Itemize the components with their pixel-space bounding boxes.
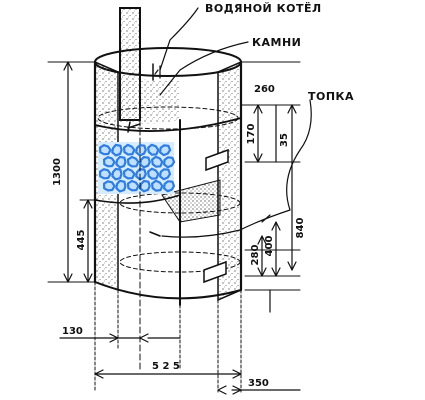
stones [98,142,176,194]
stone [147,167,160,180]
stone [115,179,127,193]
stone [126,179,140,192]
stone [126,155,140,168]
stone [135,168,147,181]
dim-280: 280 [250,245,261,266]
dim-lower-height: 445 [76,230,87,251]
stone [122,143,136,156]
stone [139,179,151,193]
stone [122,167,136,180]
bottom-dimensions [59,119,301,395]
stone [111,143,123,157]
stone [151,179,164,192]
dim-pipe-offset: 130 [62,326,83,337]
stone [98,168,112,180]
stone [111,167,123,181]
label-stones: КАМНИ [252,36,301,49]
stone [139,156,151,169]
dim-400: 400 [264,236,275,257]
right-dimensions [240,61,301,313]
dim-170: 170 [246,124,257,145]
left-dimensions [47,61,96,283]
label-leaders [154,7,312,238]
stone [135,144,147,157]
dim-840: 840 [295,218,306,239]
stone [102,156,116,168]
stone [159,168,172,181]
label-firebox: ТОПКА [308,90,354,103]
stone [98,144,112,156]
stone [163,180,176,193]
dim-35: 35 [279,133,290,147]
stone [163,156,176,169]
dim-diameter: 5 2 5 [152,361,180,372]
stone [115,155,127,169]
stone [102,180,116,192]
stone [151,155,164,168]
label-water-boiler: ВОДЯНОЙ КОТЁЛ [205,1,322,15]
dim-top-offset: 260 [254,84,275,95]
stone [159,144,172,157]
dim-bottom-right: 350 [248,378,269,389]
dim-total-height: 1300 [52,158,63,186]
stone [147,143,160,156]
